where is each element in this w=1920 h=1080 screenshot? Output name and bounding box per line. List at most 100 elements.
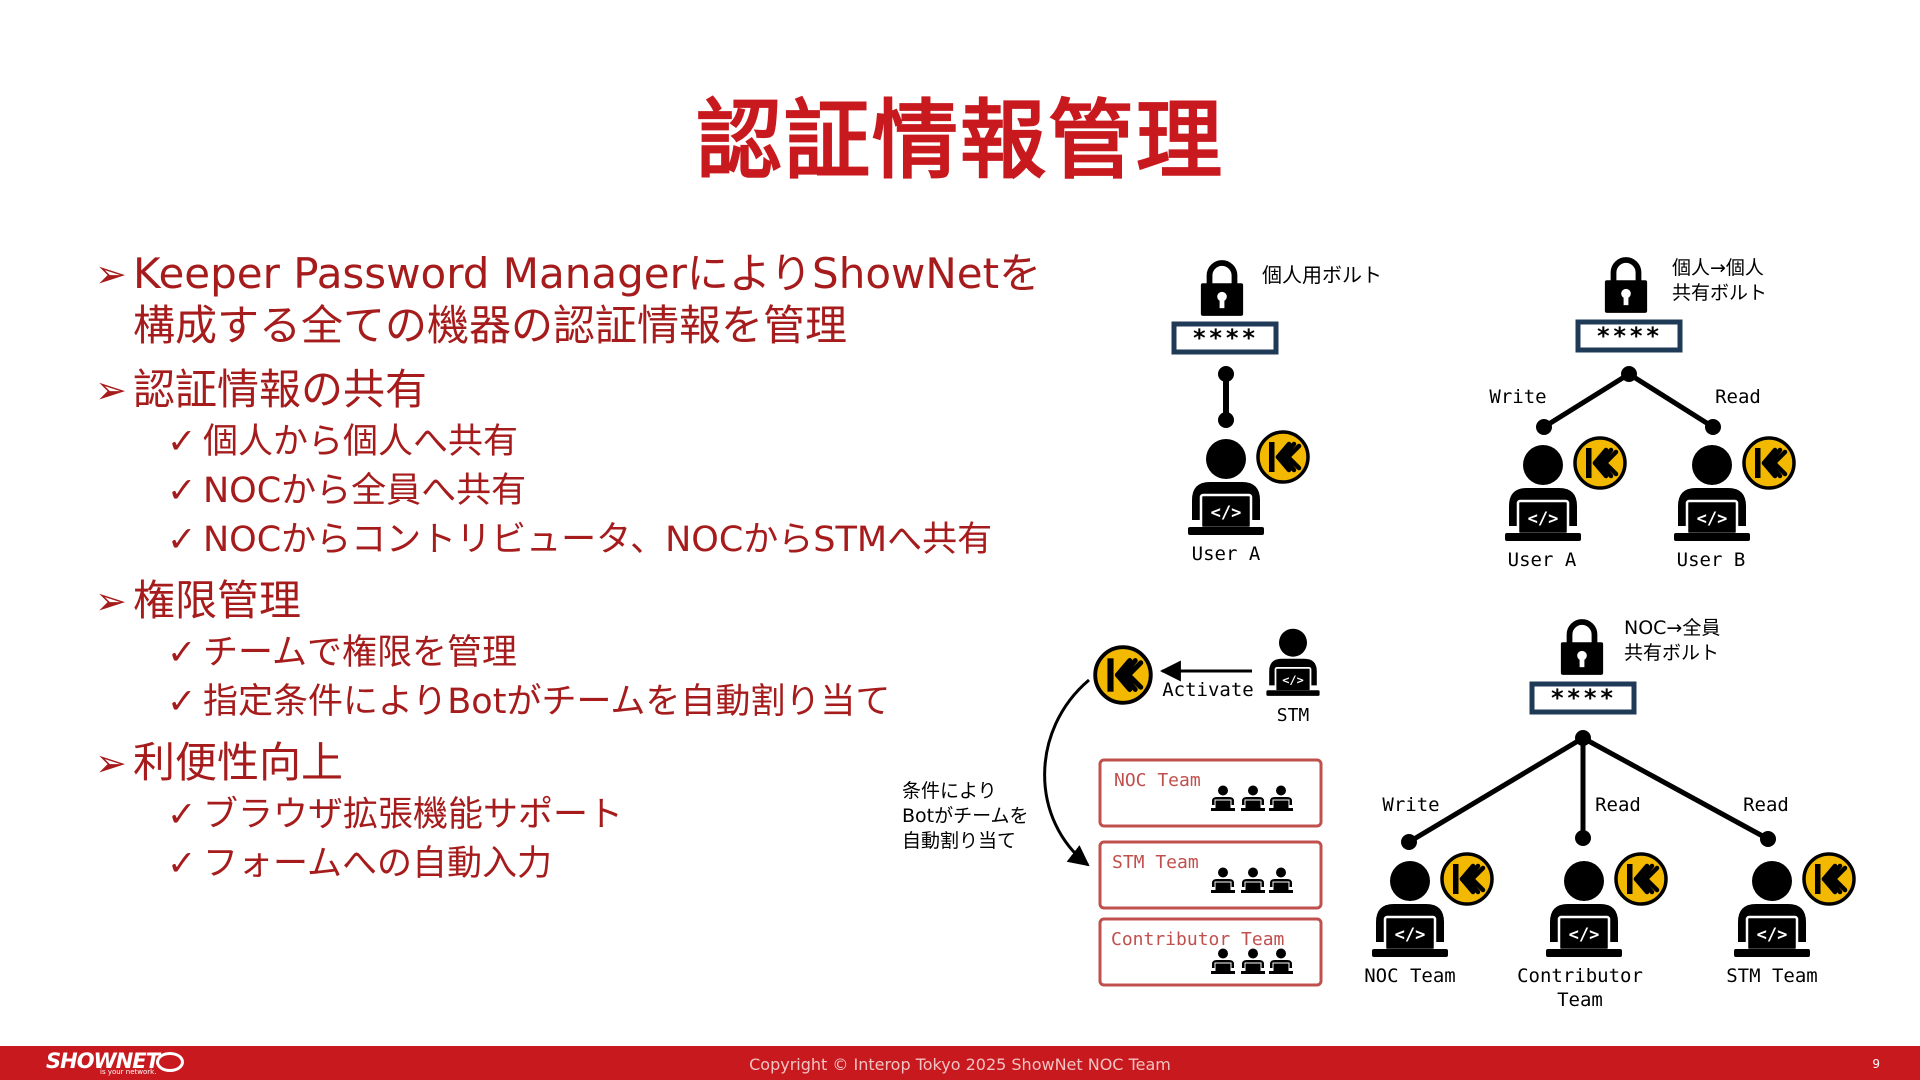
stm-label: STM: [1277, 705, 1310, 726]
sub-bullet-text: NOCから全員へ共有: [203, 471, 527, 511]
connector-dot: [1621, 366, 1637, 382]
vault-sharing-diagram: </> 個人用ボルト **** User A 個人→: [902, 257, 1920, 1011]
contributor-team-label-line2: Team: [1557, 989, 1603, 1011]
password-mask: ****: [1550, 684, 1616, 712]
user-a-label: User A: [1508, 549, 1577, 571]
connector-line: [1407, 735, 1585, 845]
noc-vault-group: NOC→全員 共有ボルト **** Write Read Read NOC Te…: [1364, 617, 1854, 1011]
bullet-item: ➢ 利便性向上: [95, 737, 1045, 789]
user-icon: [1544, 860, 1624, 959]
bullet-text-line1: Keeper Password ManagerによりShowNetを: [133, 249, 1042, 298]
bullet-list: ➢ Keeper Password ManagerによりShowNetを 構成す…: [95, 248, 1045, 899]
personal-vault-group: 個人用ボルト **** User A: [1171, 263, 1382, 565]
check-icon: ✓: [167, 520, 197, 560]
arrow-bullet-icon: ➢: [95, 368, 127, 412]
keeper-icon: [1575, 438, 1625, 488]
bullet-item: ➢ Keeper Password ManagerによりShowNetを 構成す…: [95, 248, 1045, 352]
sub-bullet-text: 個人から個人へ共有: [203, 422, 519, 462]
page-number: 9: [1872, 1057, 1880, 1071]
connector-dot: [1760, 831, 1776, 847]
bullet-item: ➢ 認証情報の共有: [95, 364, 1045, 416]
check-icon: ✓: [167, 682, 197, 722]
sub-bullet-item: ✓フォームへの自動入力: [95, 840, 1045, 889]
arrow-bullet-icon: ➢: [95, 252, 127, 296]
connector-line: [1542, 371, 1631, 430]
user-icon: [1370, 860, 1450, 959]
user-b-label: User B: [1677, 549, 1746, 571]
bullet-group-1: ➢ Keeper Password ManagerによりShowNetを 構成す…: [95, 248, 1045, 352]
lock-icon: [1605, 260, 1647, 313]
bullet-group-4: ➢ 利便性向上 ✓ブラウザ拡張機能サポート ✓フォームへの自動入力: [95, 737, 1045, 889]
team-box-noc: [1098, 758, 1323, 828]
bullet-group-3: ➢ 権限管理 ✓チームで権限を管理 ✓指定条件によりBotがチームを自動割り当て: [95, 575, 1045, 727]
sub-bullet-item: ✓指定条件によりBotがチームを自動割り当て: [95, 678, 1045, 727]
stm-user-icon: [1265, 628, 1321, 697]
stm-team-label: STM Team: [1726, 965, 1818, 987]
keeper-icon: [1804, 854, 1854, 904]
connector-dot: [1218, 366, 1234, 382]
sub-bullet-item: ✓チームで権限を管理: [95, 629, 1045, 678]
footer-bar: SHOWNET is your network. Copyright © Int…: [0, 1046, 1920, 1080]
sub-bullet-item: ✓NOCから全員へ共有: [95, 467, 1045, 516]
read-label: Read: [1595, 794, 1641, 816]
password-box: [1575, 319, 1683, 353]
keeper-icon: [1616, 854, 1666, 904]
shownet-logo-tagline: is your network.: [100, 1068, 157, 1076]
write-label: Write: [1382, 794, 1439, 816]
connector-dot: [1575, 730, 1591, 746]
keeper-icon: [1744, 438, 1794, 488]
connector-dot: [1536, 419, 1552, 435]
shownet-logo: SHOWNET: [46, 1049, 160, 1073]
team-box-label: Contributor Team: [1111, 929, 1284, 950]
p2p-vault-label-line1: 個人→個人: [1672, 257, 1764, 279]
keeper-icon: [1442, 854, 1492, 904]
bullet-text: 利便性向上: [133, 738, 344, 787]
check-icon: ✓: [167, 471, 197, 511]
connector-dot: [1575, 830, 1591, 846]
logo-ring-icon: [156, 1052, 184, 1072]
bullet-text: 権限管理: [133, 576, 302, 625]
bullet-item: ➢ 権限管理: [95, 575, 1045, 627]
team-box-contributor: [1098, 917, 1323, 987]
condition-label-line3: 自動割り当て: [902, 830, 1016, 852]
user-icon: [1672, 444, 1752, 543]
team-box-label: NOC Team: [1114, 770, 1201, 791]
team-box-stm: [1098, 840, 1323, 910]
connector-dot: [1705, 419, 1721, 435]
connector-line: [1581, 735, 1770, 842]
team-box-label: STM Team: [1112, 852, 1199, 873]
condition-label-line2: Botがチームを: [902, 805, 1029, 827]
noc-vault-label-line1: NOC→全員: [1624, 617, 1720, 639]
check-icon: ✓: [167, 844, 197, 884]
p2p-vault-group: 個人→個人 共有ボルト **** Write Read User A User …: [1489, 257, 1794, 571]
connector-line: [1627, 371, 1715, 430]
arrow-bullet-icon: ➢: [95, 741, 127, 785]
connector-dot: [1401, 834, 1417, 850]
user-icon: [1732, 860, 1812, 959]
keeper-bot-icon: [1095, 647, 1151, 703]
check-icon: ✓: [167, 795, 197, 835]
keeper-icon: [1258, 432, 1308, 482]
p2p-vault-label-line2: 共有ボルト: [1672, 282, 1767, 304]
read-label: Read: [1715, 386, 1761, 408]
bullet-group-2: ➢ 認証情報の共有 ✓個人から個人へ共有 ✓NOCから全員へ共有 ✓NOCからコ…: [95, 364, 1045, 565]
contributor-team-label-line1: Contributor: [1517, 965, 1643, 987]
password-box: [1171, 321, 1279, 355]
arrow-bullet-icon: ➢: [95, 579, 127, 623]
sub-bullet-text: フォームへの自動入力: [203, 844, 552, 884]
user-label: User A: [1192, 543, 1261, 565]
write-label: Write: [1489, 386, 1546, 408]
check-icon: ✓: [167, 633, 197, 673]
lock-icon: [1201, 263, 1243, 316]
activate-label: Activate: [1162, 679, 1254, 701]
sub-bullet-text: ブラウザ拡張機能サポート: [203, 795, 624, 835]
password-mask: ****: [1192, 324, 1258, 352]
condition-label-line1: 条件により: [902, 780, 997, 802]
password-box: [1529, 681, 1637, 715]
page-title: 認証情報管理: [696, 91, 1224, 191]
bot-assignment-group: Activate STM 条件により Botがチームを 自動割り当て NOC T…: [902, 628, 1323, 987]
assign-arrow: [1043, 678, 1090, 867]
sub-bullet-text: チームで権限を管理: [203, 633, 517, 673]
connector-dot: [1218, 412, 1234, 428]
sub-bullet-item: ✓NOCからコントリビュータ、NOCからSTMへ共有: [95, 516, 1045, 565]
